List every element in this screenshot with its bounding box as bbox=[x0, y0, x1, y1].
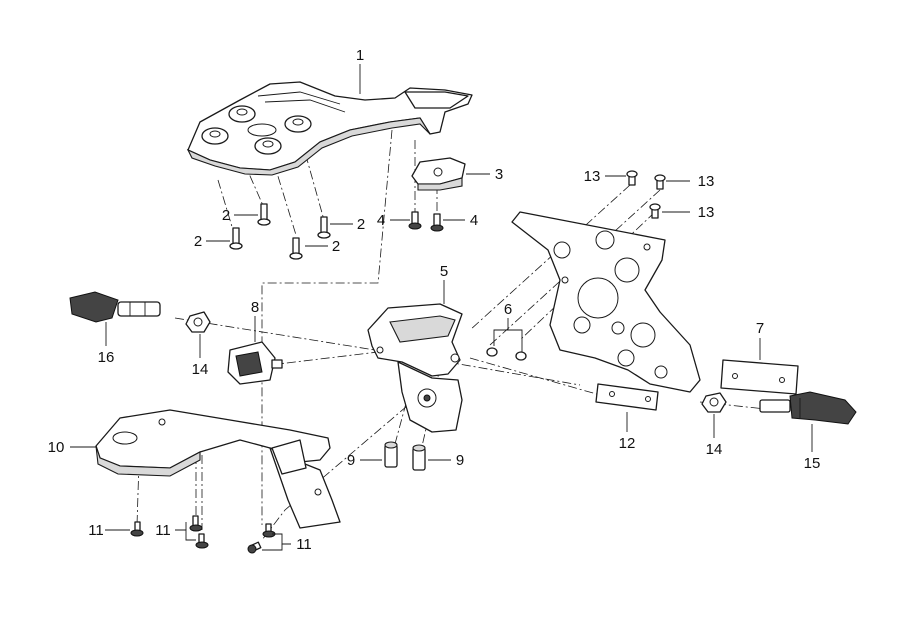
bolt-13c bbox=[649, 203, 661, 219]
bolt-13a bbox=[626, 170, 638, 186]
bolt-11d bbox=[262, 523, 276, 538]
callout-13c: 13 bbox=[698, 204, 715, 221]
callout-13b: 13 bbox=[698, 173, 715, 190]
part-15-turn-signal-right bbox=[759, 391, 857, 425]
callout-2c: 2 bbox=[332, 238, 340, 255]
part-5-center-mount bbox=[367, 303, 463, 433]
callout-14b: 14 bbox=[706, 441, 723, 458]
part-1-upper-bracket bbox=[186, 81, 473, 176]
callout-7: 7 bbox=[756, 320, 764, 337]
part-7-strip bbox=[720, 359, 799, 395]
bolt-11c bbox=[195, 533, 209, 549]
bolt-4a bbox=[408, 211, 422, 230]
callout-9b: 9 bbox=[456, 452, 464, 469]
callout-leaders bbox=[70, 64, 813, 551]
callout-labels: 1 2 2 2 2 3 4 4 5 6 7 8 9 9 10 11 11 11 … bbox=[48, 47, 821, 553]
callout-12: 12 bbox=[619, 435, 636, 452]
bolt-9a bbox=[384, 441, 398, 468]
callout-4b: 4 bbox=[470, 212, 478, 229]
callout-1: 1 bbox=[356, 47, 364, 64]
callout-11a: 11 bbox=[88, 522, 104, 539]
callout-15: 15 bbox=[804, 455, 821, 472]
callout-9a: 9 bbox=[347, 452, 355, 469]
bolt-2b bbox=[257, 203, 271, 226]
callout-2a: 2 bbox=[222, 207, 230, 224]
part-12-small-plate bbox=[595, 383, 659, 411]
callout-5: 5 bbox=[440, 263, 448, 280]
part-8-plate-light bbox=[227, 341, 283, 385]
callout-8: 8 bbox=[251, 299, 259, 316]
license-plate-bracket bbox=[511, 211, 701, 393]
bolt-11a bbox=[130, 521, 144, 537]
bolt-13b bbox=[654, 174, 666, 190]
part-3-clamp bbox=[411, 157, 466, 191]
callout-14a: 14 bbox=[192, 361, 209, 378]
callout-4a: 4 bbox=[377, 212, 385, 229]
part-6-screws bbox=[486, 347, 527, 361]
part-14-nut-left bbox=[185, 311, 211, 333]
bolt-11b bbox=[189, 515, 203, 532]
part-16-turn-signal-left bbox=[69, 291, 161, 323]
callout-11c: 11 bbox=[296, 536, 312, 553]
bolt-2c bbox=[289, 237, 303, 260]
callout-11b: 11 bbox=[155, 522, 171, 539]
part-14-nut-right bbox=[701, 392, 727, 413]
bolt-4b bbox=[430, 213, 444, 232]
callout-6: 6 bbox=[504, 301, 512, 318]
part-10-lower-fender bbox=[95, 409, 341, 529]
callout-2b: 2 bbox=[194, 233, 202, 250]
bolt-2d bbox=[317, 216, 331, 239]
bolt-9b bbox=[412, 444, 426, 471]
bolt-2a bbox=[229, 227, 243, 250]
callout-3: 3 bbox=[495, 166, 503, 183]
bolt-11e bbox=[247, 541, 262, 554]
callout-10: 10 bbox=[48, 439, 65, 456]
callout-2d: 2 bbox=[357, 216, 365, 233]
callout-13a: 13 bbox=[584, 168, 601, 185]
callout-16: 16 bbox=[98, 349, 115, 366]
